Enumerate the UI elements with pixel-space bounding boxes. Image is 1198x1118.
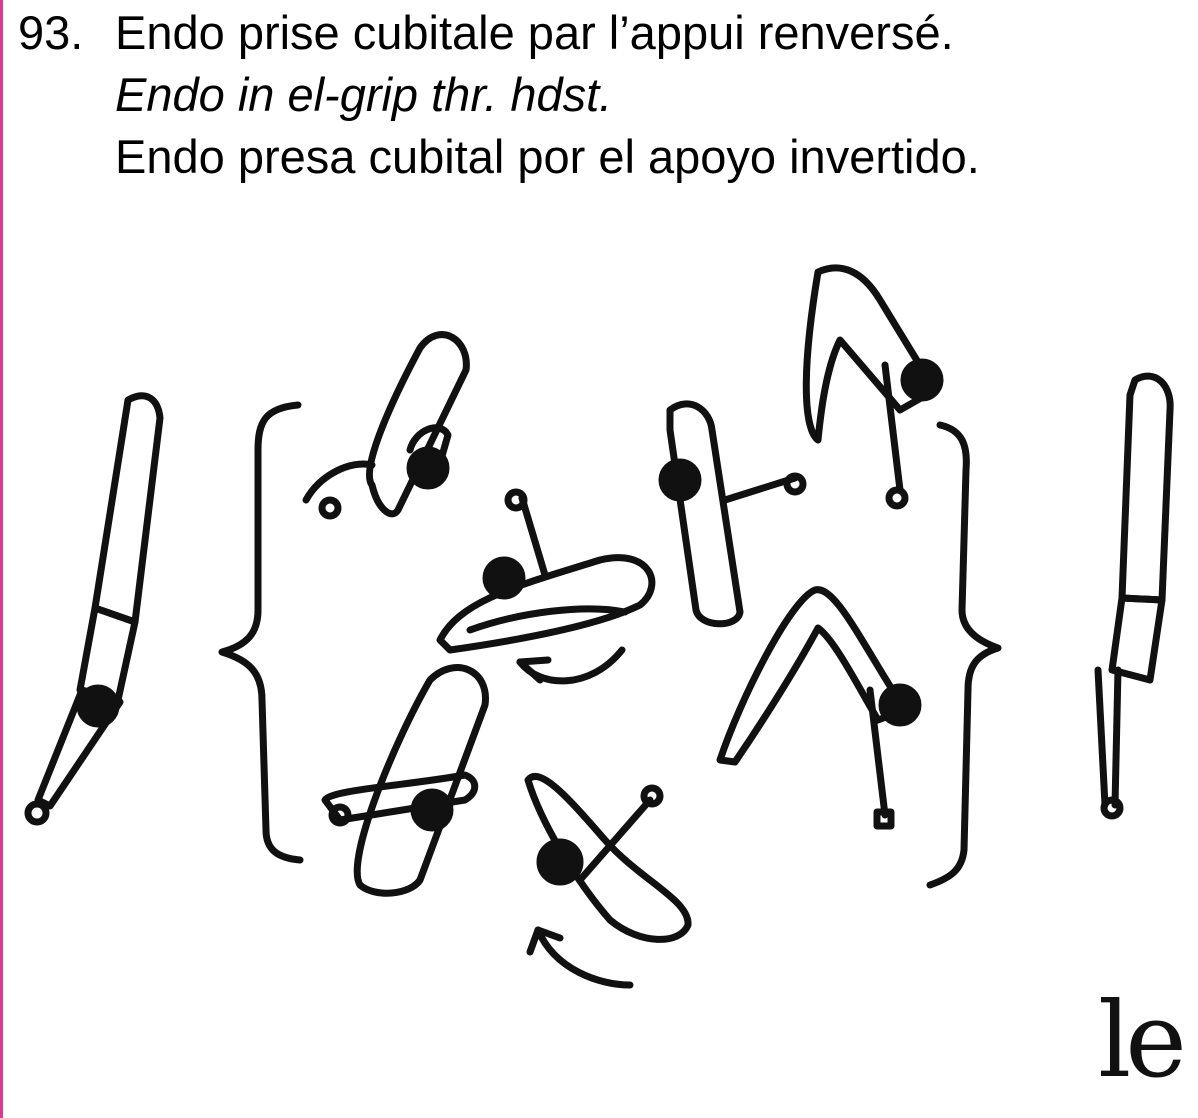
figure-mid-upper	[306, 335, 466, 516]
difficulty-value-mark: le	[1098, 985, 1181, 1095]
element-name-lines: Endo prise cubitale par l’appui renversé…	[115, 2, 1185, 188]
figure-right-upper	[806, 268, 940, 506]
figure-center-horizontal	[440, 492, 652, 681]
figure-right-lower	[720, 590, 918, 826]
element-name-english: Endo in el-grip thr. hdst.	[115, 64, 1185, 126]
right-brace	[930, 425, 998, 885]
figure-finish-handstand	[1098, 376, 1170, 816]
left-brace	[222, 405, 300, 860]
figure-lower-center	[528, 776, 688, 985]
gymnast-sequence-illustration	[0, 240, 1198, 1118]
figure-start-handstand	[28, 396, 160, 822]
element-name-french: Endo prise cubitale par l’appui renversé…	[115, 2, 1185, 64]
figure-right-middle	[662, 404, 803, 624]
element-name-spanish: Endo presa cubital por el apoyo invertid…	[115, 126, 1185, 188]
figure-mid-lower	[325, 668, 485, 894]
element-number: 93.	[18, 2, 83, 64]
